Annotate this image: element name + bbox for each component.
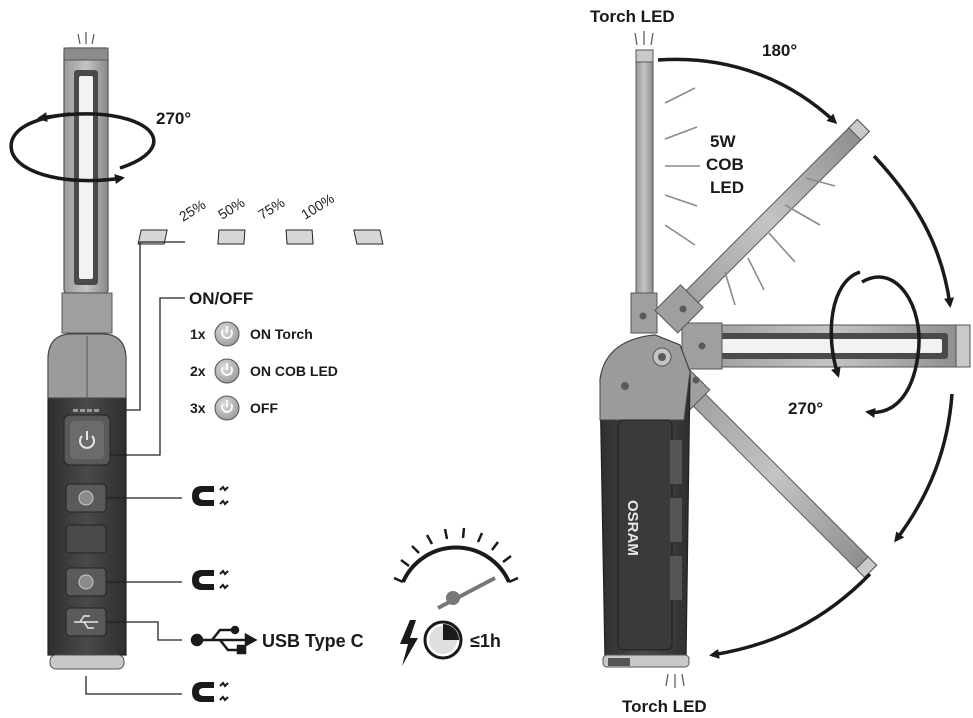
svg-text:OFF: OFF [250, 400, 278, 416]
power-button-icon [214, 395, 240, 421]
callout-power [110, 297, 185, 456]
head-position-diagonal-down [672, 373, 878, 578]
battery-leds [73, 409, 99, 412]
callout-magnet-bottom [85, 676, 182, 695]
swivel-arrow-3 [894, 393, 954, 543]
power-button-icon [214, 358, 240, 384]
rotation-label-left: 270° [156, 109, 191, 128]
svg-text:ON COB LED: ON COB LED [250, 363, 338, 379]
magnet-icon [191, 681, 229, 703]
body-blank-panel [65, 524, 107, 554]
charge-time-label: ≤1h [470, 631, 501, 651]
svg-text:3x: 3x [190, 400, 206, 416]
onoff-row-3: 3x OFF [190, 395, 278, 421]
usb-icon [190, 625, 258, 655]
magnet-icon [191, 569, 229, 591]
cob-light-rays [664, 87, 836, 306]
swivel-arrow-4 [709, 572, 872, 659]
level-label-100: 100% [298, 190, 337, 223]
torch-rays-icon [665, 673, 685, 688]
level-label-75: 75% [255, 194, 287, 222]
torch-label-bottom: Torch LED [622, 697, 707, 716]
angle-label-180: 180° [762, 41, 797, 60]
charge-gauge-icon [393, 527, 519, 610]
rotation-arrow-left [9, 112, 156, 185]
onoff-row-2: 2x ON COB LED [190, 358, 338, 384]
level-label-25: 25% [176, 196, 208, 224]
callout-usb [106, 621, 182, 641]
magnet-icon [191, 485, 229, 507]
swivel-arrow-2 [872, 154, 955, 308]
cob-label-2: COB [706, 155, 744, 174]
power-icon [79, 431, 95, 449]
lamp-cap [63, 47, 109, 61]
usb-port-icon [74, 615, 98, 629]
hinge-screws [639, 305, 706, 404]
cob-label-3: LED [710, 178, 744, 197]
torch-rays-icon [634, 31, 654, 46]
rotation-arrow-right [861, 275, 921, 418]
cob-label-1: 5W [710, 132, 736, 151]
right-product-view: Torch LED [590, 7, 971, 716]
torch-label-top: Torch LED [590, 7, 675, 26]
callout-leds [126, 241, 185, 411]
usb-label: USB Type C [262, 631, 364, 651]
swivel-joint [61, 292, 113, 334]
level-label-50: 50% [215, 194, 247, 222]
lamp-bottom-cap [49, 654, 125, 670]
lightning-icon [400, 620, 418, 666]
clock-icon [423, 620, 463, 660]
left-product-view: 270° 25% 50% 75% 100% ON/OFF 1x ON Torch… [9, 32, 519, 703]
svg-text:2x: 2x [190, 363, 206, 379]
torch-rays-icon [77, 32, 95, 45]
level-indicators: 25% 50% 75% 100% [137, 190, 384, 245]
svg-text:ON Torch: ON Torch [250, 326, 313, 342]
onoff-title: ON/OFF [189, 289, 253, 308]
onoff-row-1: 1x ON Torch [190, 321, 313, 347]
svg-text:1x: 1x [190, 326, 206, 342]
power-button-icon [214, 321, 240, 347]
brand-logo: OSRAM [624, 500, 641, 556]
swivel-arrow-1 [657, 57, 838, 125]
head-position-vertical [635, 49, 654, 301]
angle-label-270: 270° [788, 399, 823, 418]
